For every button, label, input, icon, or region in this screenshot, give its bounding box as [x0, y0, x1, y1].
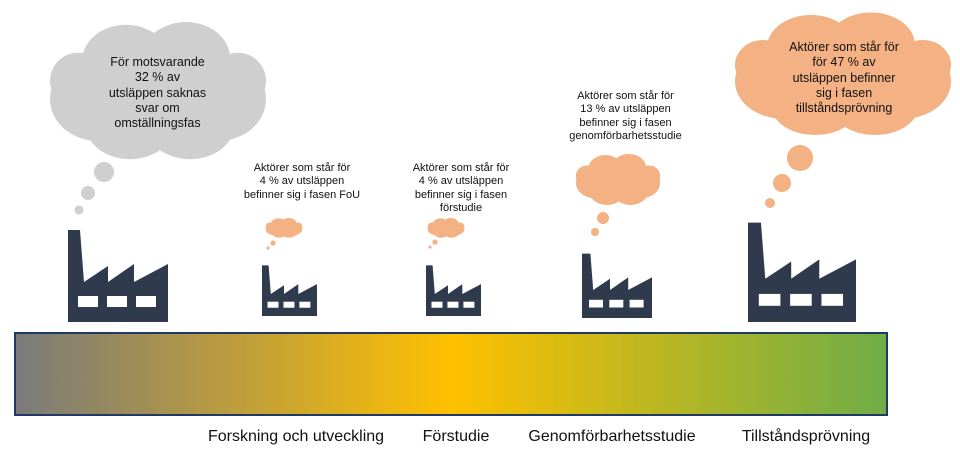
- thought-dot-forstudie-0: [432, 239, 438, 245]
- thought-dot-unknown-1: [81, 186, 95, 200]
- bubble-text-fou: Aktörer som står för 4 % av utsläppen be…: [243, 162, 361, 201]
- factory-icon: [68, 230, 168, 322]
- thought-cloud-icon: [735, 12, 951, 135]
- thought-dot-tillstand-0: [787, 145, 813, 171]
- thought-cloud-icon: [50, 22, 266, 160]
- thought-dot-tillstand-2: [765, 198, 775, 208]
- thought-cloud-icon: [575, 154, 661, 205]
- thought-dot-genomforbarhet-0: [597, 212, 609, 224]
- thought-dot-fou-1: [266, 246, 270, 250]
- thought-dot-unknown-2: [74, 205, 84, 215]
- thought-cloud-icon: [265, 218, 303, 238]
- thought-dot-unknown-0: [94, 162, 114, 182]
- thought-dot-tillstand-1: [773, 174, 791, 192]
- thought-cloud-icon: [427, 218, 465, 238]
- stage-label-fou: Forskning och utveckling: [207, 428, 385, 445]
- factory-icon: [582, 253, 652, 318]
- thought-dot-forstudie-1: [428, 245, 432, 249]
- stage-label-tillstand: Tillståndsprövning: [741, 428, 871, 445]
- bubble-text-tillstand: Aktörer som står för för 47 % av utsläpp…: [789, 40, 899, 115]
- phase-gradient-bar: [14, 332, 888, 416]
- bubble-text-unknown: För motsvarande 32 % av utsläppen saknas…: [108, 55, 207, 130]
- bubble-text-forstudie: Aktörer som står för 4 % av utsläppen be…: [412, 162, 510, 215]
- factory-icon: [426, 265, 481, 316]
- stage-label-forstudie: Förstudie: [422, 428, 490, 445]
- thought-dot-fou-0: [270, 240, 276, 246]
- factory-icon: [262, 265, 317, 316]
- bubble-text-genomforbarhet: Aktörer som står för 13 % av utsläppen b…: [569, 90, 682, 143]
- stage-label-genomforbarhet: Genomförbarhetsstudie: [528, 428, 696, 445]
- thought-dot-genomforbarhet-1: [591, 228, 599, 236]
- factory-icon: [748, 222, 856, 322]
